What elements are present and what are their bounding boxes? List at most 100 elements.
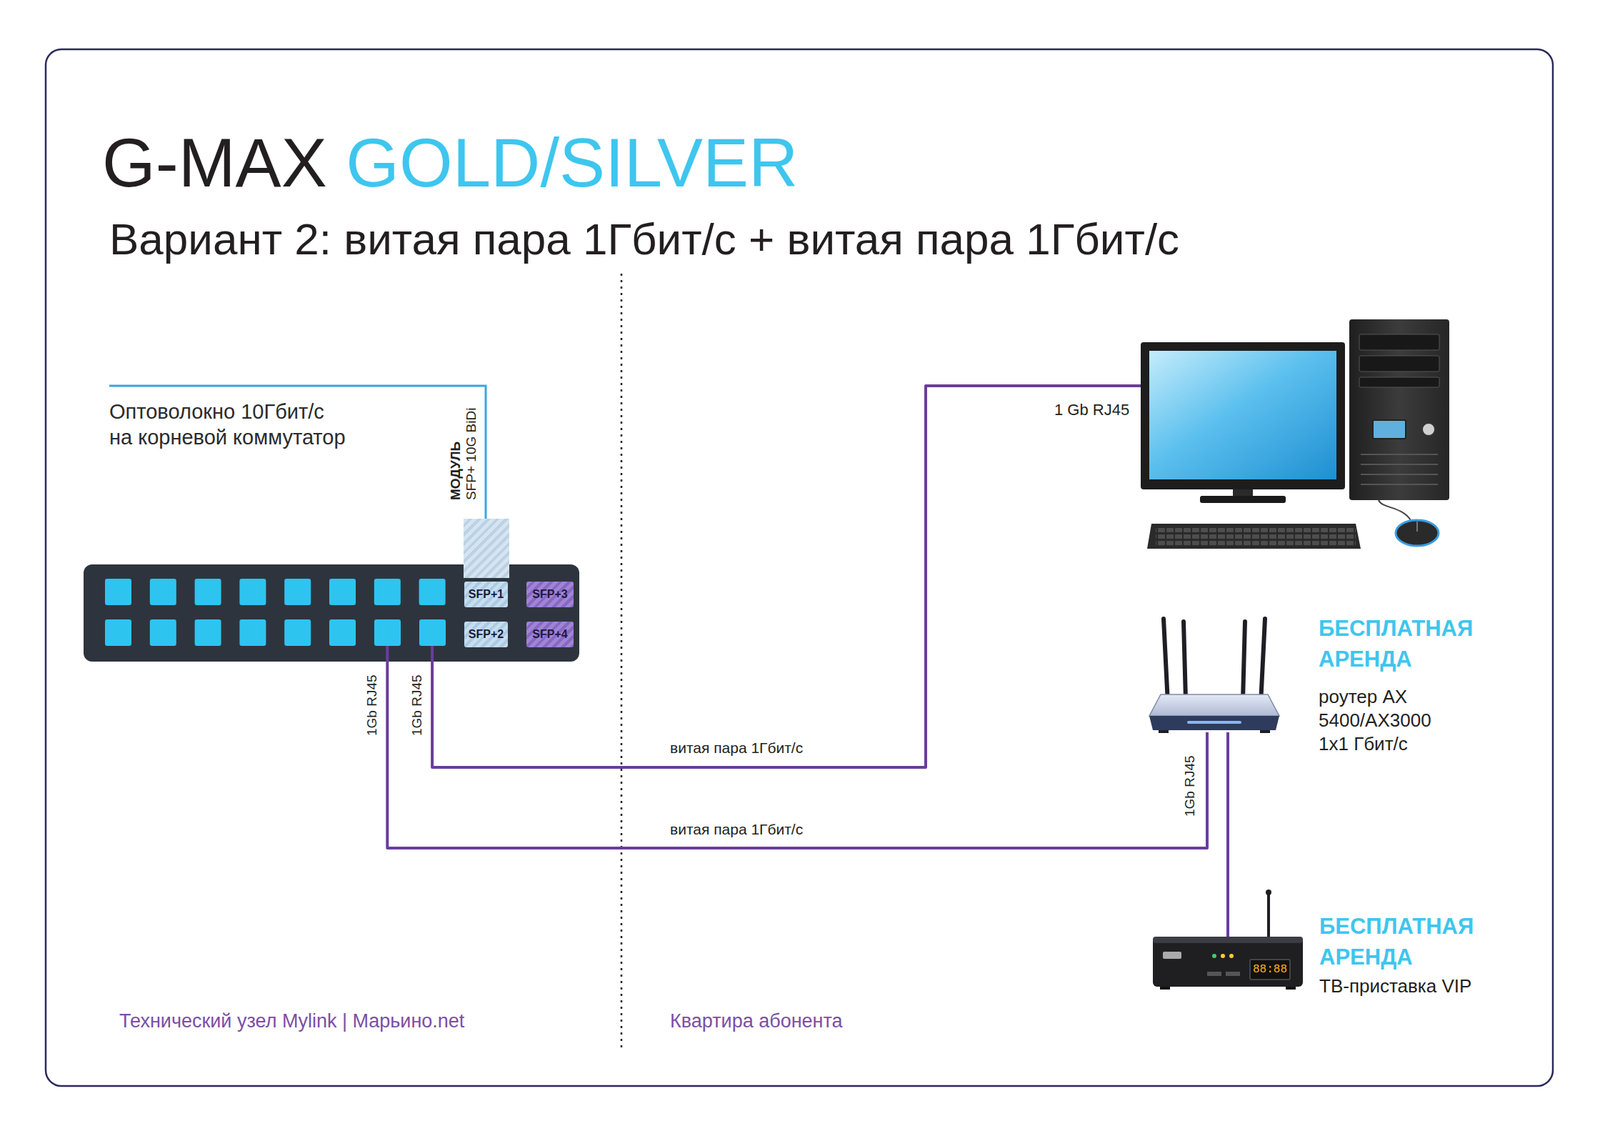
switch	[150, 619, 177, 646]
fiber-line	[109, 385, 486, 519]
switch	[329, 619, 356, 646]
switch	[329, 578, 356, 605]
cable	[387, 645, 1208, 848]
computer-figure	[1140, 319, 1450, 549]
display-digits: 88:88	[1251, 960, 1289, 978]
port-name: SFP+1	[468, 587, 504, 601]
router-figure	[1149, 618, 1280, 733]
router-figure	[1163, 618, 1168, 704]
switch	[239, 578, 266, 605]
computer-figure	[1359, 377, 1440, 388]
sfp-port: SFP+1	[464, 581, 508, 608]
cable	[1226, 732, 1230, 937]
tv-box-figure	[1212, 953, 1217, 958]
port-name: SFP+3	[532, 587, 568, 601]
diagram-title: G-MAX GOLD/SILVER	[102, 128, 798, 198]
device-caption: роутер AX 5400/AX3000 1x1 Гбит/с	[1318, 685, 1444, 756]
switch	[195, 578, 222, 605]
device-caption: ТВ-приставка VIP	[1319, 974, 1472, 998]
computer: 1 Gb RJ45	[1140, 319, 1450, 550]
computer-figure	[1359, 334, 1440, 350]
tv-box-figure	[1285, 986, 1296, 990]
sfp-module: МОДУЛЬSFP+ 10G BiDi	[463, 518, 510, 578]
router-figure	[1260, 730, 1270, 733]
port-label: 1Gb RJ45	[409, 674, 425, 736]
tv-box-figure	[1225, 971, 1240, 976]
zone-label: Технический узел Mylink | Марьино.net	[119, 1009, 465, 1033]
router-figure	[1187, 720, 1242, 724]
tv-box-figure	[1220, 953, 1225, 958]
switch	[284, 578, 311, 605]
tv-box-figure	[1250, 959, 1290, 980]
tv-box-figure	[1152, 936, 1303, 987]
port-label: 1Gb RJ45	[1182, 755, 1198, 817]
router-figure	[1242, 621, 1245, 700]
router-figure	[1183, 621, 1186, 700]
subtitle: Вариант 2: витая пара 1Гбит/с + витая па…	[109, 214, 1180, 265]
switch	[105, 578, 446, 646]
sfp-port: SFP+3	[526, 581, 574, 608]
zone-label: Квартира абонента	[670, 1009, 843, 1033]
port-name: SFP+2	[468, 627, 504, 641]
port-label: 1Gb RJ45	[364, 674, 380, 736]
router-figure	[1260, 618, 1265, 704]
tv-box-figure	[1152, 936, 1303, 943]
module-spec: SFP+ 10G BiDi	[463, 407, 480, 500]
module-title: МОДУЛЬ	[447, 441, 464, 500]
tv-box-figure	[1162, 951, 1182, 959]
computer-figure	[1372, 420, 1406, 439]
switch	[83, 564, 580, 662]
computer-figure	[1147, 523, 1361, 549]
computer-figure	[1359, 355, 1440, 372]
router-figure	[1149, 694, 1280, 716]
tv-box-figure	[1267, 894, 1270, 937]
router: БЕСПЛАТНАЯ АРЕНДАроутер AX 5400/AX3000 1…	[1147, 617, 1281, 733]
cable	[432, 385, 1141, 768]
rj45-port: 1Gb RJ45	[419, 619, 446, 646]
rent-heading: БЕСПЛАТНАЯ АРЕНДА	[1318, 612, 1498, 675]
computer-figure	[1360, 473, 1438, 475]
divider-line	[620, 273, 623, 1051]
computer-figure	[1140, 342, 1345, 490]
tv-box: БЕСПЛАТНАЯ АРЕНДАТВ-приставка VIP	[1152, 936, 1303, 987]
switch	[239, 619, 266, 646]
computer-figure	[1155, 527, 1356, 546]
computer-figure	[1395, 520, 1439, 546]
router-figure	[1158, 730, 1169, 733]
switch	[105, 578, 132, 605]
switch	[284, 619, 311, 646]
computer-figure	[1360, 483, 1438, 485]
cable-label: витая пара 1Гбит/с	[667, 738, 806, 758]
computer-figure	[1360, 453, 1438, 455]
computer-figure	[1416, 521, 1418, 532]
computer-figure	[1360, 463, 1438, 465]
port-label: 1 Gb RJ45	[1054, 400, 1130, 420]
tv-box-figure	[1207, 971, 1222, 976]
switch	[105, 619, 132, 646]
port-name: SFP+4	[532, 627, 568, 641]
frame	[45, 49, 1553, 1086]
computer-figure	[1378, 500, 1411, 520]
switch	[150, 578, 177, 605]
computer-figure	[1200, 495, 1286, 503]
computer-figure	[1349, 319, 1450, 500]
tv-box-figure	[1160, 986, 1170, 990]
computer-figure	[1422, 422, 1435, 436]
router-figure	[1163, 618, 1265, 704]
switch	[83, 564, 580, 662]
router-figure	[1149, 715, 1280, 730]
sfp-port: SFP+2	[464, 621, 508, 648]
tv-box-figure	[1229, 953, 1234, 958]
rent-heading: БЕСПЛАТНАЯ АРЕНДА	[1319, 910, 1498, 973]
switch	[419, 578, 446, 605]
tv-box-figure	[1265, 889, 1272, 895]
fiber-note: Оптоволокно 10Гбит/с на корневой коммута…	[109, 398, 348, 450]
computer-figure	[1149, 350, 1337, 480]
cable-label: витая пара 1Гбит/с	[667, 820, 806, 839]
rj45-port: 1Gb RJ45	[374, 619, 401, 646]
computer-figure	[1360, 454, 1438, 485]
switch	[374, 578, 401, 605]
switch	[195, 619, 222, 646]
sfp-port: SFP+4	[526, 621, 574, 648]
